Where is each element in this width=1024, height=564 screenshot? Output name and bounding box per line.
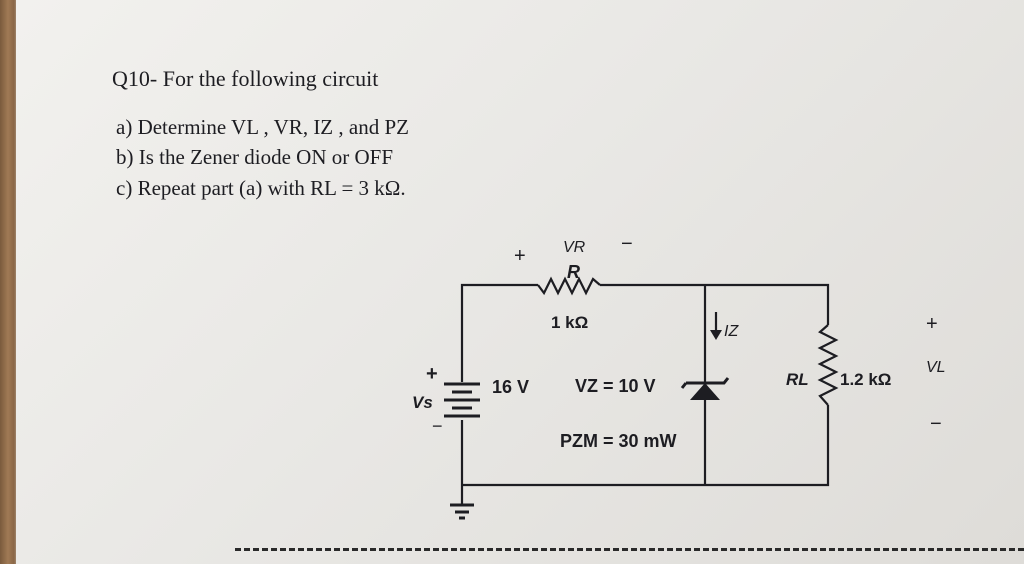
vr-minus: − [621,233,633,255]
zener-power: PZM = 30 mW [560,431,677,451]
zener-diode-symbol [680,377,730,400]
source-label: Vs [412,393,433,412]
question-part-a: a) Determine VL , VR, IZ , and PZ [116,115,409,139]
iz-arrow-icon [710,330,722,340]
resistor-r [537,276,601,296]
vr-label: VR [563,239,586,256]
r-value: 1 kΩ [551,313,588,332]
question-title: Q10- For the following circuit [112,66,379,91]
question-part-b: b) Is the Zener diode ON or OFF [116,145,394,169]
paper-sheet [16,0,1024,564]
desk-edge [0,0,20,564]
vl-label: VL [926,359,946,376]
vl-plus: + [926,313,938,335]
r-label: R [567,262,580,282]
resistor-rl [817,324,839,406]
source-plus: + [426,363,438,385]
rl-value: 1.2 kΩ [840,370,891,389]
rl-label: RL [786,370,809,389]
source-minus: − [432,416,443,436]
circuit-wires [460,276,839,505]
ground-icon [450,503,474,520]
question-part-c: c) Repeat part (a) with RL = 3 kΩ. [116,176,406,200]
vl-minus: − [930,413,942,435]
source-value: 16 V [492,377,529,397]
zener-voltage: VZ = 10 V [575,376,656,396]
iz-label: IZ [724,323,739,340]
dashed-divider [235,548,1024,551]
vr-plus: + [514,245,526,267]
dc-source-symbol [444,382,480,418]
